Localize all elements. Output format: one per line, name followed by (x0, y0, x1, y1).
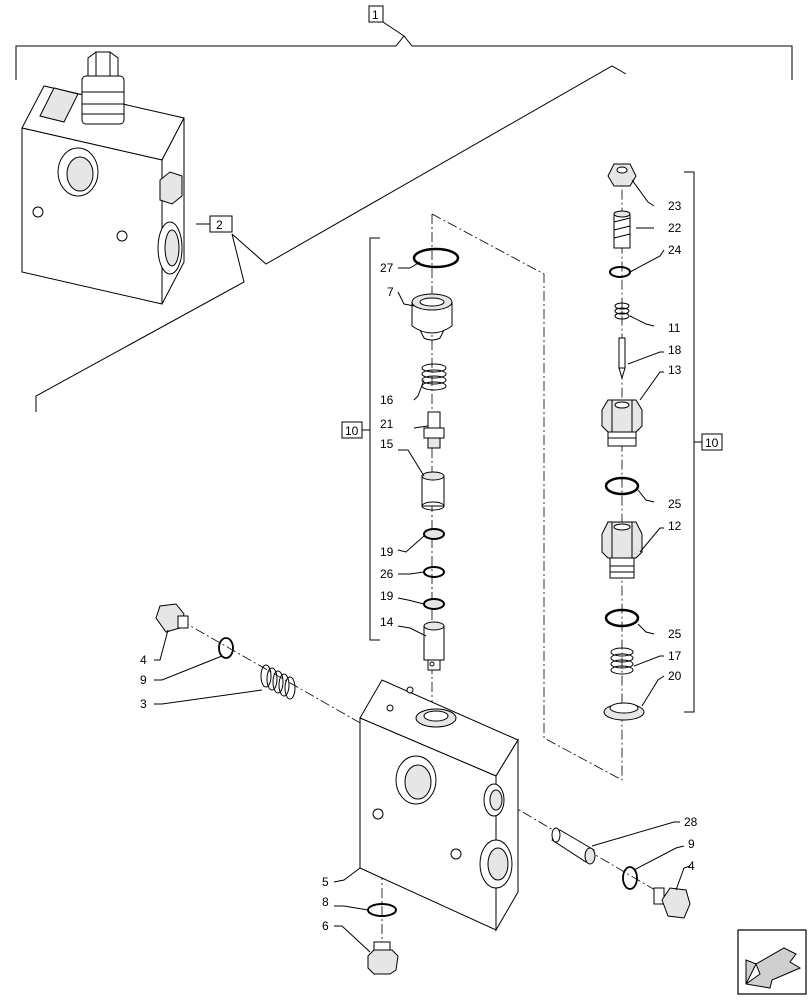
callout-26[interactable]: 26 (380, 567, 394, 581)
o-ring-24 (609, 266, 631, 278)
callout-20[interactable]: 20 (668, 669, 682, 683)
o-ring-27 (412, 247, 460, 269)
callout-14[interactable]: 14 (380, 615, 394, 629)
plug-4-left (155, 603, 189, 633)
divider-lines (35, 65, 627, 412)
arrow-icon[interactable] (737, 929, 807, 995)
callout-8[interactable]: 8 (322, 895, 329, 909)
callout-4-left[interactable]: 4 (140, 653, 147, 667)
o-ring-25-upper (604, 476, 640, 496)
callout-21[interactable]: 21 (380, 417, 394, 431)
assembled-valve-illustration (21, 51, 185, 305)
callout-16[interactable]: 16 (380, 393, 394, 407)
leader-lines (154, 179, 691, 953)
sleeve-7 (411, 293, 453, 341)
o-ring-9-left (218, 637, 234, 659)
callout-9-left[interactable]: 9 (140, 673, 147, 687)
callout-25-lower[interactable]: 25 (668, 627, 682, 641)
callout-13[interactable]: 13 (668, 363, 682, 377)
piston-14 (423, 621, 445, 671)
callout-10-left[interactable]: 10 (345, 424, 359, 438)
callout-9-right[interactable]: 9 (688, 837, 695, 851)
hex-fitting-13 (601, 399, 643, 447)
callout-7[interactable]: 7 (387, 285, 394, 299)
callout-28[interactable]: 28 (684, 815, 698, 829)
callout-19-lower[interactable]: 19 (380, 589, 394, 603)
callout-3[interactable]: 3 (140, 697, 147, 711)
assembly-bracket (15, 5, 793, 80)
callout-2[interactable]: 2 (216, 218, 223, 232)
screw-22 (613, 210, 631, 249)
needle-18 (618, 337, 626, 380)
callout-5[interactable]: 5 (322, 875, 329, 889)
callout-12[interactable]: 12 (668, 519, 682, 533)
callout-1[interactable]: 1 (372, 8, 379, 22)
callout-27[interactable]: 27 (380, 261, 394, 275)
hex-fitting-12 (601, 521, 643, 579)
pin-21 (423, 411, 445, 449)
spring-3 (260, 664, 296, 700)
callout-17[interactable]: 17 (668, 649, 682, 663)
callout-25-upper[interactable]: 25 (668, 497, 682, 511)
o-ring-26 (423, 566, 445, 578)
o-ring-25-lower (604, 608, 640, 628)
callout-19-upper[interactable]: 19 (380, 545, 394, 559)
spring-16 (421, 363, 447, 391)
callout-15[interactable]: 15 (380, 437, 394, 451)
valve-body-5 (359, 679, 519, 932)
plug-4-right (653, 887, 691, 919)
callout-10-right[interactable]: 10 (705, 436, 719, 450)
callout-23[interactable]: 23 (668, 199, 682, 213)
callout-22[interactable]: 22 (668, 221, 682, 235)
sleeve-28 (551, 827, 596, 865)
washer-19-upper (423, 528, 445, 540)
callout-18[interactable]: 18 (668, 343, 682, 357)
washer-19-lower (423, 598, 445, 610)
seat-ring-20 (603, 702, 645, 721)
callout-4-right[interactable]: 4 (688, 859, 695, 873)
spring-17 (610, 647, 634, 675)
hex-nut-23 (607, 163, 637, 187)
spring-11 (614, 302, 630, 320)
callout-24[interactable]: 24 (668, 243, 682, 257)
plug-6 (367, 941, 399, 975)
callout-11[interactable]: 11 (668, 321, 681, 335)
o-ring-9-right (622, 866, 638, 890)
callout-6[interactable]: 6 (322, 919, 329, 933)
bushing-15 (421, 471, 445, 511)
